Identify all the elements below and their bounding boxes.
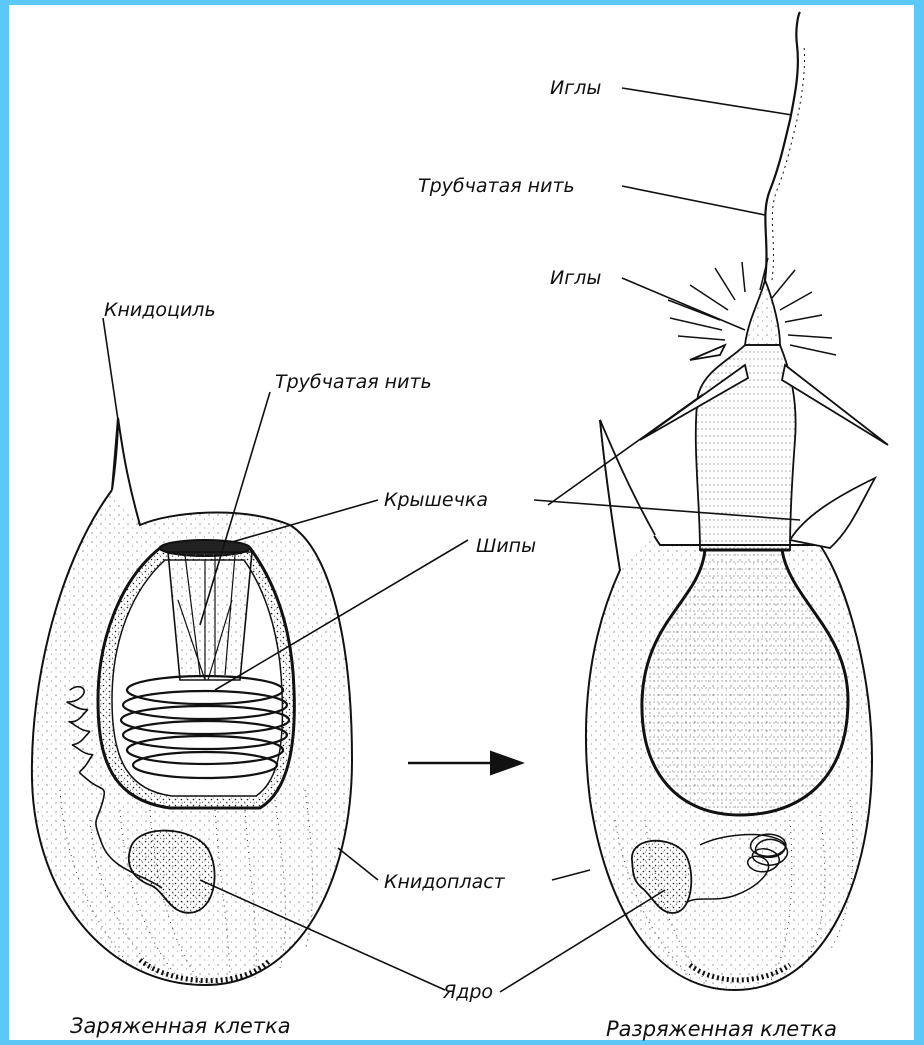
label-lid: Крышечка xyxy=(384,489,488,511)
discharged-lid xyxy=(790,478,875,548)
label-spines: Шипы xyxy=(476,535,536,557)
charged-cell xyxy=(32,418,352,985)
label-tubular-thread-right: Трубчатая нить xyxy=(418,175,575,197)
label-nucleus: Ядро xyxy=(442,981,493,1003)
discharged-thread xyxy=(765,12,800,280)
label-cnidocil: Книдоциль xyxy=(104,299,216,321)
label-cnidoplast: Книдопласт xyxy=(384,871,506,893)
caption-discharged-cell: Разряженная клетка xyxy=(606,1017,837,1041)
charged-inverted-tube xyxy=(168,552,252,680)
label-needles-top: Иглы xyxy=(550,77,601,99)
label-tubular-thread-left: Трубчатая нить xyxy=(275,371,432,393)
caption-charged-cell: Заряженная клетка xyxy=(70,1014,291,1038)
discharged-cell xyxy=(586,12,888,990)
label-needles-mid: Иглы xyxy=(550,267,601,289)
